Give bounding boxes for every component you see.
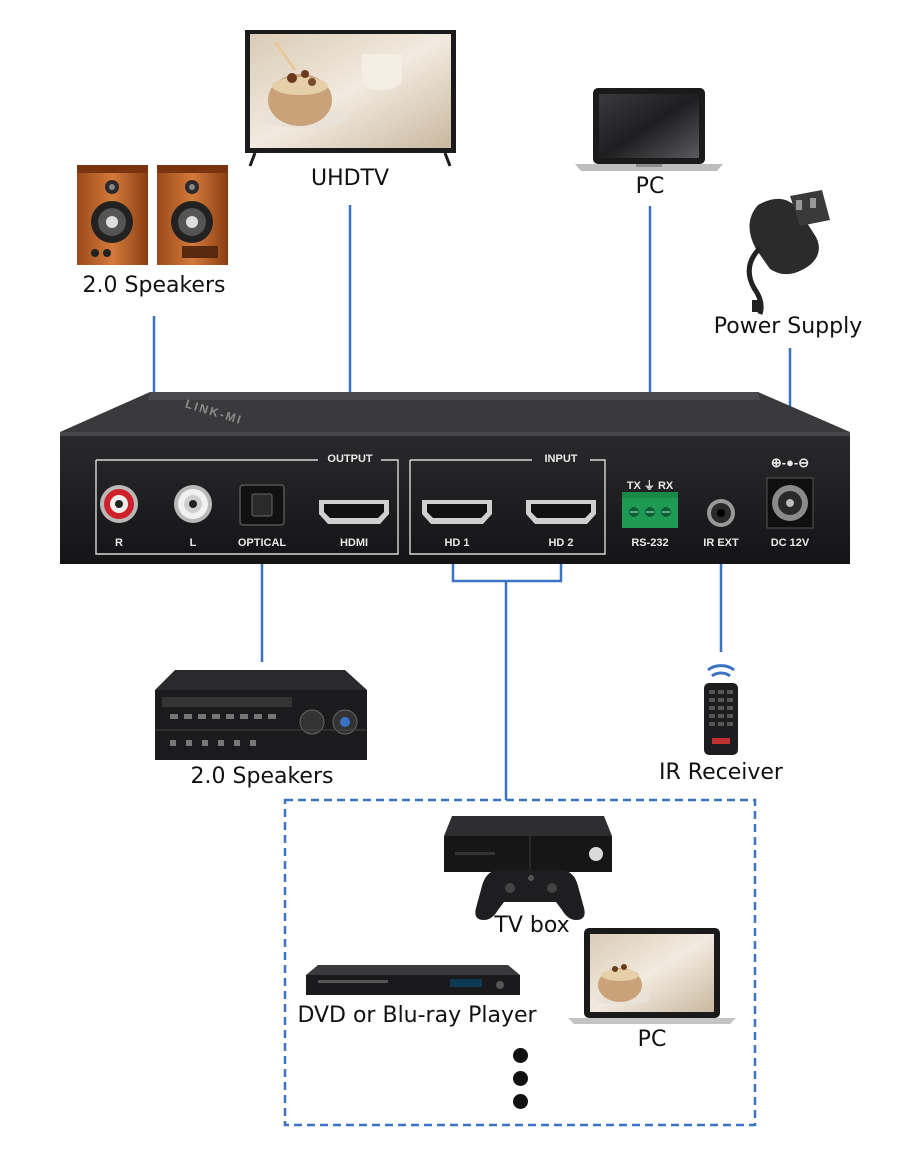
port-dc-label: DC 12V: [770, 537, 810, 549]
hdmi-input-port-1: [422, 500, 492, 524]
port-optical-label: OPTICAL: [237, 537, 287, 549]
tv-icon: [245, 30, 456, 167]
port-hd2-label: HD 2: [548, 537, 574, 549]
port-l-label: L: [189, 537, 197, 549]
more-devices-ellipsis: [510, 1048, 530, 1117]
dvd-player-label: DVD or Blu-ray Player: [297, 1003, 537, 1028]
hdmi-switcher-device: [60, 392, 850, 564]
uhdtv-label: UHDTV: [310, 166, 390, 191]
rs232-port: [622, 492, 678, 528]
rs232-pins-label: TX ⏚ RX: [626, 480, 674, 492]
ellipsis-dot: [512, 1071, 528, 1086]
rca-r-port: [100, 485, 138, 523]
power-adapter-icon: [746, 190, 830, 315]
ellipsis-dot: [512, 1094, 528, 1109]
port-rs232-label: RS-232: [631, 537, 669, 549]
remote-icon: [704, 664, 738, 755]
port-ir-label: IR EXT: [703, 537, 739, 549]
amplifier-icon: [155, 670, 367, 760]
tv-box-label: TV box: [494, 913, 570, 938]
laptop-icon: [575, 88, 723, 171]
hdmi-output-port: [319, 500, 389, 524]
ir-ext-port: [707, 499, 735, 527]
laptop-icon: [568, 928, 736, 1024]
input-group-label: INPUT: [544, 453, 578, 465]
speakers-amp-label: 2.0 Speakers: [190, 764, 334, 789]
ir-receiver-label: IR Receiver: [659, 760, 783, 785]
hdmi-input-port-2: [526, 500, 596, 524]
console-icon: [444, 816, 612, 872]
dc-power-port: [766, 477, 814, 529]
polarity-label: ⊕-●-⊖: [770, 455, 810, 470]
source-devices-box: [283, 798, 757, 1127]
dvd-player-icon: [306, 965, 520, 995]
pc-bottom-label: PC: [637, 1027, 667, 1052]
speakers-top-label: 2.0 Speakers: [82, 273, 226, 298]
port-hdmi-label: HDMI: [339, 537, 369, 549]
ellipsis-dot: [512, 1048, 528, 1063]
output-group-label: OUTPUT: [327, 453, 373, 465]
port-hd1-label: HD 1: [444, 537, 470, 549]
gamepad-icon: [475, 870, 585, 920]
rca-l-port: [174, 485, 212, 523]
port-r-label: R: [115, 537, 123, 549]
optical-port: [239, 484, 285, 526]
power-supply-label: Power Supply: [713, 314, 863, 339]
speaker-icon: [77, 165, 228, 265]
pc-top-label: PC: [635, 174, 665, 199]
